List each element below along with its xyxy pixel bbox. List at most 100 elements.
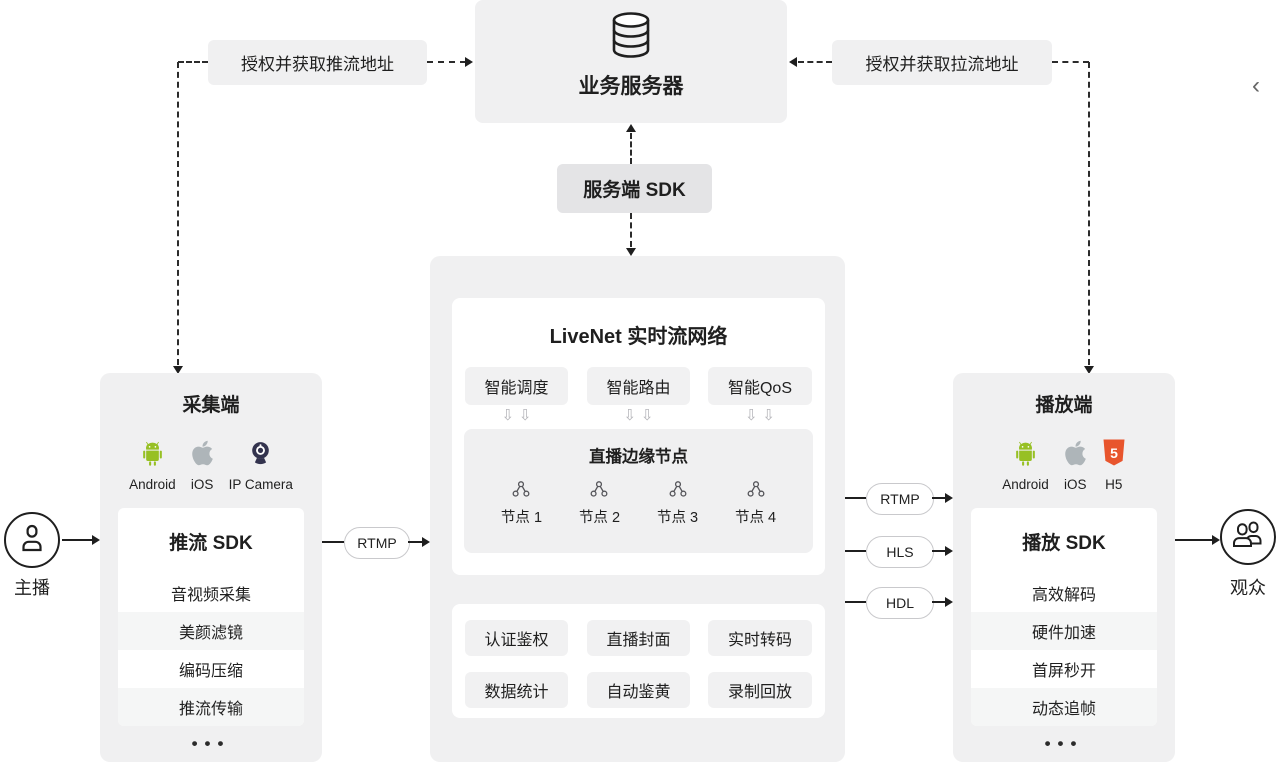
platform-android: Android	[129, 440, 176, 492]
node-label: 节点 3	[656, 510, 699, 526]
smart-box-routing: 智能路由	[587, 367, 690, 405]
connector-sdk-to-livenet	[630, 213, 632, 247]
node-label: 节点 4	[734, 510, 777, 526]
play-sdk-title: 播放 SDK	[1022, 532, 1106, 554]
sdk-feature-row: 首屏秒开	[1031, 663, 1096, 680]
business-server-box: 业务服务器	[475, 0, 787, 123]
platform-label: IP Camera	[228, 477, 293, 492]
sdk-feature-row: 硬件加速	[971, 612, 1157, 650]
android-icon	[139, 440, 166, 472]
apple-icon	[1064, 439, 1087, 472]
arrowhead-right-server	[465, 57, 473, 67]
node-label: 节点 2	[578, 510, 621, 526]
connector-pull-vertical	[1088, 62, 1090, 365]
player-title: 播放端	[1035, 395, 1093, 416]
feature-label: 数据统计	[484, 684, 549, 701]
connector-pull-corner-h	[1052, 61, 1089, 63]
pull-flow-line	[845, 497, 866, 499]
node-cluster-icon	[669, 481, 687, 503]
connector-sdk-to-server	[630, 133, 632, 164]
person-icon	[18, 523, 46, 558]
protocol-pill-rtmp-push: RTMP	[344, 527, 410, 559]
platform-ipcamera: IP Camera	[229, 440, 293, 492]
double-down-arrows-icon: ⇩ ⇩	[623, 406, 654, 424]
node-cluster-icon	[747, 481, 765, 503]
arrowhead-right-livenet	[422, 537, 430, 547]
feature-box-cover: 直播封面	[587, 620, 690, 656]
auth-push-label-box: 授权并获取推流地址	[208, 40, 427, 85]
audience-avatar	[1220, 509, 1276, 565]
more-ellipsis: •••	[1044, 734, 1084, 753]
smart-box-routing-label: 智能路由	[606, 380, 671, 397]
smart-box-scheduling: 智能调度	[465, 367, 568, 405]
feature-label: 自动鉴黄	[606, 684, 671, 701]
arrowhead-left-server	[789, 57, 797, 67]
capture-title: 采集端	[182, 395, 240, 416]
feature-box-stats: 数据统计	[465, 672, 568, 708]
platform-label: iOS	[190, 477, 214, 492]
anchor-label: 主播	[14, 578, 50, 598]
protocol-pill-hdl: HDL	[866, 587, 934, 619]
edge-node-item: 节点 2	[579, 481, 620, 527]
platform-h5: 5 H5	[1102, 439, 1126, 492]
smart-box-qos-label: 智能QoS	[727, 380, 793, 397]
double-down-arrows-icon: ⇩ ⇩	[745, 406, 775, 424]
connector-push-corner-h	[178, 61, 208, 63]
sdk-feature-row: 美颜滤镜	[118, 612, 304, 650]
edge-node-item: 节点 3	[657, 481, 698, 527]
auth-push-label: 授权并获取推流地址	[241, 55, 394, 74]
push-flow-line	[408, 541, 422, 543]
arrowhead-down-player	[1084, 366, 1094, 374]
anchor-flow-line	[62, 539, 92, 541]
arrowhead-right-audience	[1212, 535, 1220, 545]
feature-box-record: 录制回放	[708, 672, 812, 708]
sdk-feature-row: 推流传输	[118, 688, 304, 726]
pull-flow-line	[845, 550, 866, 552]
sdk-feature-row: 高效解码	[1031, 587, 1096, 604]
capture-panel: 采集端 Android iOS IP Camera 推流 SDK 音视频采集 美…	[100, 373, 322, 762]
audience-flow-line	[1175, 539, 1212, 541]
platform-ios: iOS	[191, 439, 214, 492]
node-cluster-icon	[512, 481, 530, 503]
connector-push-to-server	[427, 61, 466, 63]
edge-node-item: 节点 4	[735, 481, 776, 527]
edge-node-box: 直播边缘节点 节点 1 节点 2 节点 3	[464, 429, 813, 553]
livenet-title: LiveNet 实时流网络	[549, 326, 728, 348]
node-cluster-icon	[590, 481, 608, 503]
edge-node-title: 直播边缘节点	[589, 448, 688, 466]
pull-flow-line	[932, 601, 946, 603]
server-title: 业务服务器	[578, 75, 684, 98]
html5-icon: 5	[1102, 439, 1126, 472]
database-icon	[608, 11, 654, 68]
connector-pull-from-server	[798, 61, 832, 63]
protocol-pill-hls: HLS	[866, 536, 934, 568]
arrowhead-right-capture	[92, 535, 100, 545]
feature-label: 认证鉴权	[484, 632, 549, 649]
livenet-panel: LiveNet 实时流网络 智能调度 智能路由 智能QoS ⇩ ⇩ ⇩ ⇩ ⇩ …	[430, 256, 845, 762]
anchor-avatar	[4, 512, 60, 568]
arrowhead-right-player	[945, 597, 953, 607]
double-down-arrows-icon: ⇩ ⇩	[501, 406, 532, 424]
feature-box-auth: 认证鉴权	[465, 620, 568, 656]
smart-box-qos: 智能QoS	[708, 367, 812, 405]
platform-label: H5	[1105, 477, 1123, 492]
push-flow-line	[322, 541, 344, 543]
sdk-feature-row: 音视频采集	[170, 587, 251, 604]
platform-label: Android	[129, 477, 176, 492]
platform-android: Android	[1002, 440, 1049, 492]
android-icon	[1012, 440, 1039, 472]
arrowhead-down-livenet	[626, 248, 636, 256]
platform-ios: iOS	[1064, 439, 1087, 492]
auth-pull-label: 授权并获取拉流地址	[865, 55, 1019, 74]
audience-label: 观众	[1230, 578, 1266, 598]
arrowhead-right-player	[945, 493, 953, 503]
arrowhead-right-player	[945, 546, 953, 556]
server-sdk-box: 服务端 SDK	[557, 164, 712, 213]
auth-pull-label-box: 授权并获取拉流地址	[832, 40, 1052, 85]
people-icon	[1231, 520, 1265, 555]
feature-label: 直播封面	[606, 632, 671, 649]
carousel-prev-icon[interactable]: ‹	[1252, 72, 1260, 99]
protocol-label: HDL	[885, 595, 914, 611]
player-panel: 播放端 Android iOS 5 H5 播放 SDK 高效解码 硬件加速 首屏…	[953, 373, 1175, 762]
